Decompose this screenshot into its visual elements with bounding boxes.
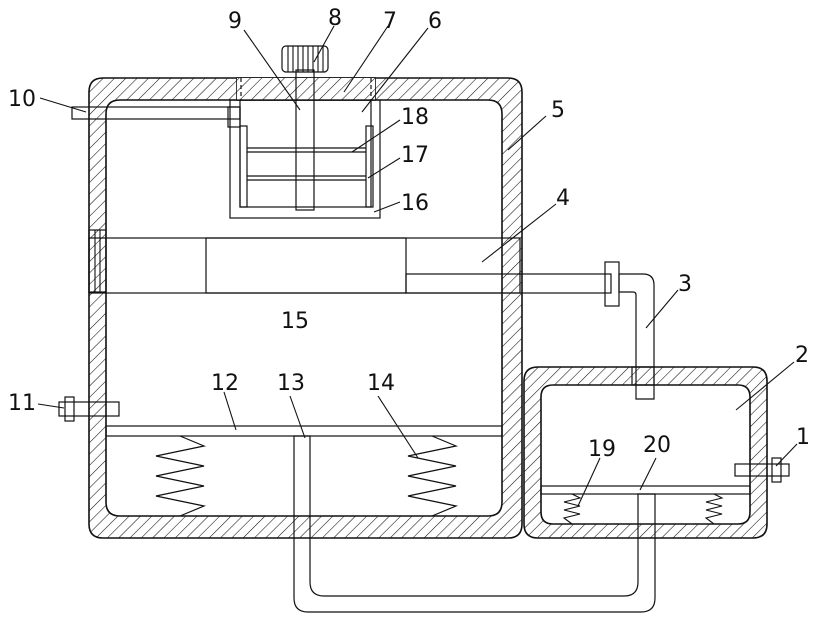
callout-3: 3 xyxy=(678,272,692,297)
callout-8: 8 xyxy=(328,6,342,31)
u-tube-connector xyxy=(293,435,656,613)
callout-19: 19 xyxy=(588,437,616,462)
callout-2: 2 xyxy=(795,343,809,368)
pipe-flange xyxy=(604,261,620,307)
left-port xyxy=(88,229,107,293)
spring-left xyxy=(155,435,207,517)
callout-20: 20 xyxy=(643,433,671,458)
callout-7: 7 xyxy=(383,9,397,34)
leader-lines xyxy=(37,25,798,507)
piston xyxy=(205,237,407,294)
callout-12: 12 xyxy=(211,371,239,396)
secondary-tank-wall xyxy=(523,366,768,539)
connecting-pipe xyxy=(618,273,655,400)
valve-right-body xyxy=(734,463,790,477)
callout-4: 4 xyxy=(556,186,570,211)
valve-right[interactable] xyxy=(771,457,782,483)
callout-13: 13 xyxy=(277,371,305,396)
basket-side-left xyxy=(239,125,248,208)
piston-channel xyxy=(88,237,521,294)
callout-18: 18 xyxy=(401,105,429,130)
callout-5: 5 xyxy=(551,98,565,123)
callout-11: 11 xyxy=(8,391,36,416)
secondary-plate xyxy=(540,485,751,495)
filter-basket-inner xyxy=(239,99,372,208)
piston-rod xyxy=(405,273,612,294)
callout-14: 14 xyxy=(367,371,395,396)
callout-1: 1 xyxy=(796,425,810,450)
callout-16: 16 xyxy=(401,191,429,216)
filter-basket-frame xyxy=(229,99,381,219)
knob xyxy=(281,45,329,73)
callout-15: 15 xyxy=(281,309,309,334)
callout-10: 10 xyxy=(8,87,36,112)
basket-side-right xyxy=(365,125,374,208)
valve-left-body xyxy=(58,401,120,417)
callout-9: 9 xyxy=(228,9,242,34)
valve-left[interactable] xyxy=(64,396,75,422)
spring-right xyxy=(407,435,459,517)
stirring-shaft xyxy=(295,69,315,211)
callout-17: 17 xyxy=(401,143,429,168)
callout-6: 6 xyxy=(428,9,442,34)
spring-small-left xyxy=(562,493,582,525)
spring-small-right xyxy=(704,493,724,525)
main-tank-wall xyxy=(88,77,523,539)
